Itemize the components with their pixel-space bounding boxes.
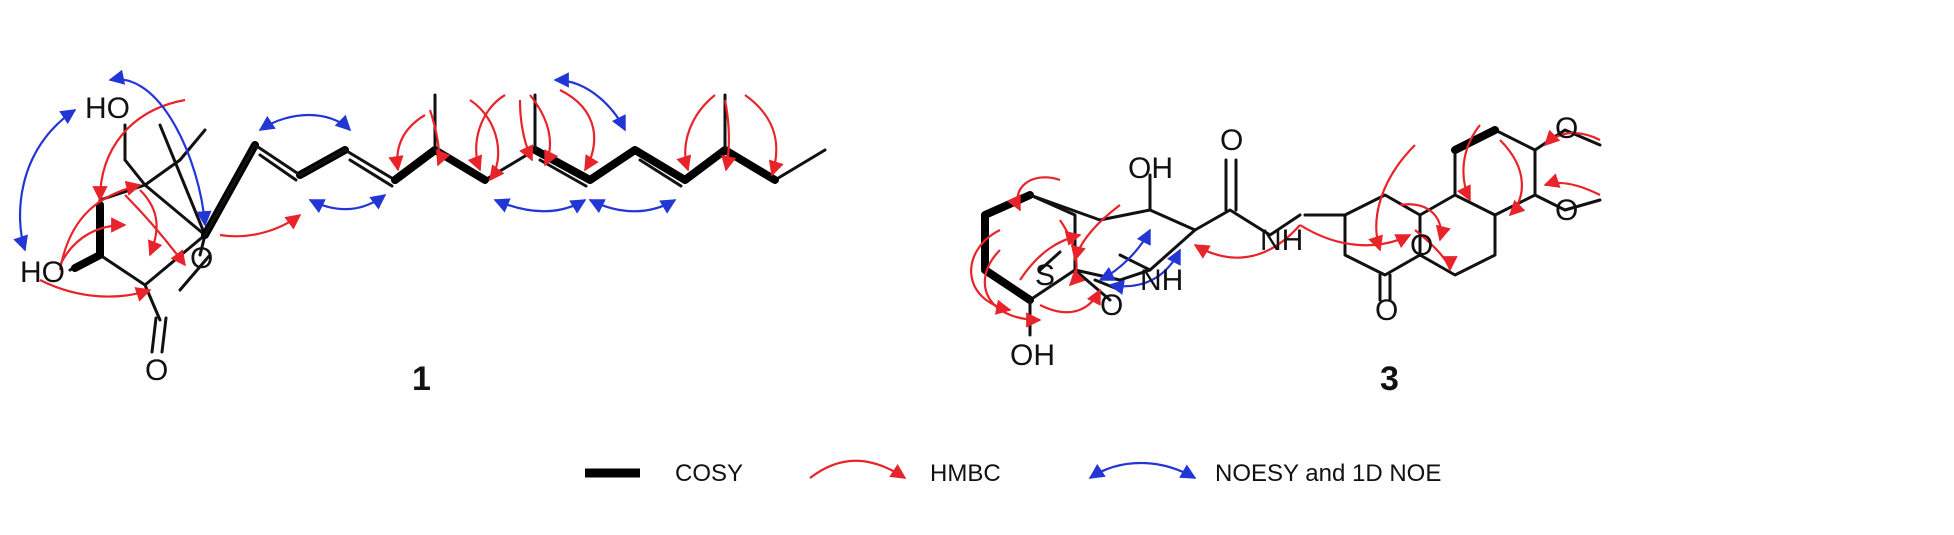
noesy-legend-swatch <box>1088 462 1197 479</box>
cosy-bond-chain-1 <box>201 141 439 239</box>
carbonyl-o-label: O <box>145 354 168 387</box>
amide-o-label: O <box>1220 124 1243 157</box>
sulfur-label: S <box>1035 259 1055 292</box>
compound-3-number: 3 <box>1380 360 1399 398</box>
methoxy-o2-label: O <box>1555 194 1578 227</box>
compound-1-number: 1 <box>412 360 431 398</box>
hmbc-legend-swatch <box>809 459 907 479</box>
ring-nh-label: NH <box>1140 264 1183 297</box>
legend: COSY HMBC NOESY and 1D NOE <box>585 459 1441 487</box>
oh-top-label: HO <box>85 92 130 125</box>
coumarin-carbonyl-label: O <box>1375 294 1398 327</box>
oh-bottom-label-3: OH <box>1010 339 1055 372</box>
hmbc-arrows-compound-1 <box>39 89 784 302</box>
noe-arrows-compound-1 <box>13 69 677 252</box>
compound-3-structure: OH OH S NH O O NH O O O O 3 <box>970 112 1602 398</box>
coumarin-o-label: O <box>1410 229 1433 262</box>
ring-o-label-3: O <box>1100 289 1123 322</box>
methoxy-o1-label: O <box>1555 112 1578 145</box>
noesy-legend-label: NOESY and 1D NOE <box>1215 460 1441 487</box>
ring-o-label: O <box>190 242 213 275</box>
oh-left-label: HO <box>20 256 65 289</box>
noe-arrows-compound-3 <box>1098 228 1181 295</box>
coumarin-bonds <box>1343 128 1537 277</box>
hmbc-legend-label: HMBC <box>930 460 1001 487</box>
amide-nh-label: NH <box>1260 224 1303 257</box>
hmbc-arrows-compound-3 <box>970 124 1601 328</box>
cosy-bond-lactone <box>71 201 104 272</box>
cosy-legend-label: COSY <box>675 460 743 487</box>
oh-top-label-3: OH <box>1128 152 1173 185</box>
compound-1-structure: HO HO O O 1 <box>13 69 827 398</box>
